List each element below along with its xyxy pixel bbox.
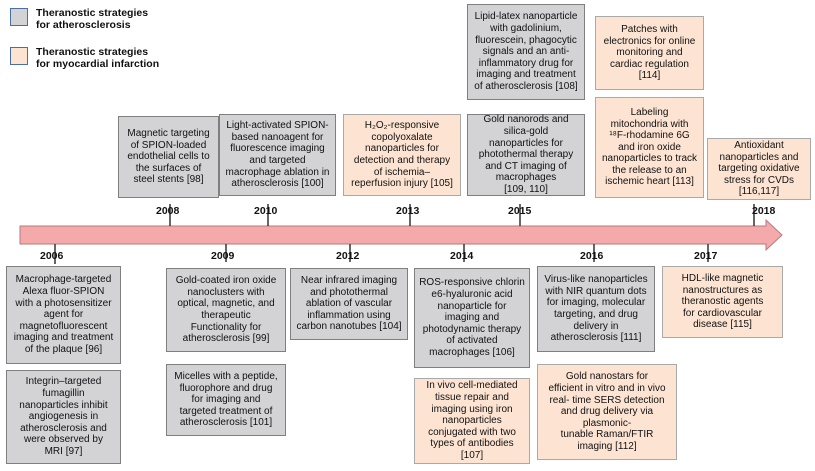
year-2008: 2008 [156, 205, 180, 217]
event-text-2012: Near infrared imaging and photothermal a… [296, 275, 402, 333]
event-text-2016d: Labeling mitochondria with ¹⁸F-rhodamine… [601, 106, 698, 188]
event-box-2017: HDL-like magnetic nanostructures as ther… [662, 266, 783, 338]
event-box-2009b: Micelles with a peptide, fluorophore and… [166, 364, 286, 436]
legend-label-atherosclerosis: Theranostic strategies for atheroscleros… [36, 7, 149, 31]
year-2006: 2006 [40, 250, 64, 262]
event-text-2014a: ROS-responsive chlorin e6-hyaluronic aci… [419, 277, 525, 358]
legend-swatch-myocardial [10, 47, 28, 65]
event-box-2008: Magnetic targeting of SPION-loaded endot… [118, 116, 219, 198]
event-text-2015b: Gold nanorods and silica-gold nanopartic… [478, 114, 574, 195]
year-2010: 2010 [254, 205, 278, 217]
event-text-2008: Magnetic targeting of SPION-loaded endot… [127, 128, 210, 186]
event-box-2016a: Virus-like nanoparticles with NIR quantu… [537, 266, 655, 352]
year-2017: 2017 [694, 250, 718, 262]
year-2014: 2014 [450, 250, 474, 262]
event-box-2018: Antioxidant nanoparticles and targeting … [707, 138, 811, 200]
event-text-2013: H₂O₂-responsive copolyoxalate nanopartic… [351, 120, 453, 190]
event-box-2016d: Labeling mitochondria with ¹⁸F-rhodamine… [595, 97, 704, 198]
event-box-2009a: Gold-coated iron oxide nanoclusters with… [166, 268, 286, 352]
event-box-2012: Near infrared imaging and photothermal a… [290, 268, 408, 340]
legend-label-myocardial: Theranostic strategies for myocardial in… [36, 46, 160, 70]
event-text-2016b: Gold nanostars for efficient in vitro an… [548, 371, 666, 452]
legend-swatch-atherosclerosis [10, 8, 28, 26]
event-text-2014b: In vivo cell-mediated tissue repair and … [426, 380, 518, 461]
event-box-2006a: Macrophage-targeted Alexa fluor-SPION wi… [6, 266, 121, 364]
year-2016: 2016 [580, 250, 604, 262]
event-text-2017: HDL-like magnetic nanostructures as ther… [681, 273, 764, 331]
year-2013: 2013 [396, 205, 420, 217]
year-2018: 2018 [752, 205, 776, 217]
timeline-arrow [19, 218, 783, 252]
event-text-2006a: Macrophage-targeted Alexa fluor-SPION wi… [13, 274, 114, 355]
year-2015: 2015 [508, 205, 532, 217]
event-box-2006b: Integrin–targeted fumagillin nanoparticl… [6, 370, 121, 464]
event-text-2010: Light-activated SPION- based nanoagent f… [225, 120, 330, 190]
event-text-2009a: Gold-coated iron oxide nanoclusters with… [175, 275, 277, 345]
event-text-2016c: Patches with electronics for online moni… [603, 24, 696, 82]
event-box-2010: Light-activated SPION- based nanoagent f… [219, 114, 336, 196]
event-box-2016c: Patches with electronics for online moni… [595, 16, 704, 90]
event-text-2018: Antioxidant nanoparticles and targeting … [718, 140, 800, 198]
event-box-2013: H₂O₂-responsive copolyoxalate nanopartic… [343, 114, 461, 196]
event-box-2014b: In vivo cell-mediated tissue repair and … [414, 378, 530, 464]
event-box-2016b: Gold nanostars for efficient in vitro an… [537, 364, 677, 460]
year-2009: 2009 [211, 250, 235, 262]
year-2012: 2012 [336, 250, 360, 262]
event-text-2015a: Lipid-latex nanoparticle with gadolinium… [474, 11, 578, 92]
event-text-2009b: Micelles with a peptide, fluorophore and… [174, 371, 278, 429]
event-box-2015b: Gold nanorods and silica-gold nanopartic… [467, 114, 585, 196]
event-text-2016a: Virus-like nanoparticles with NIR quantu… [544, 274, 648, 344]
event-box-2015a: Lipid-latex nanoparticle with gadolinium… [467, 4, 585, 100]
event-box-2014a: ROS-responsive chlorin e6-hyaluronic aci… [414, 268, 530, 368]
event-text-2006b: Integrin–targeted fumagillin nanoparticl… [19, 376, 108, 457]
